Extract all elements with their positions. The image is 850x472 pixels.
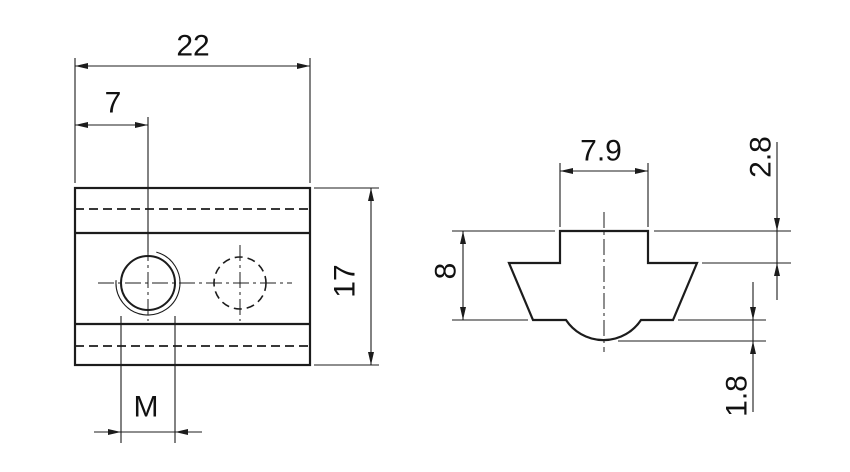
dim-dome-height: 1.8 (618, 282, 766, 417)
dim-thread: M (94, 316, 202, 443)
profile-view: 7.9 2.8 8 (430, 135, 791, 417)
arrowhead (774, 263, 780, 276)
dim-total-height: 8 (430, 230, 555, 321)
arrowhead (297, 63, 310, 69)
arrowhead (560, 168, 573, 174)
dim-label-tongue-width: 7.9 (580, 135, 622, 168)
dim-label-tongue-height: 2.8 (745, 136, 778, 178)
dim-width: 17 (314, 187, 379, 366)
arrowhead (108, 429, 121, 435)
arrowhead (750, 307, 756, 320)
arrowhead (135, 122, 148, 128)
dim-tongue-height: 2.8 (654, 136, 791, 300)
arrowhead (460, 231, 466, 244)
dim-label-total-height: 8 (430, 263, 463, 280)
arrowhead (368, 352, 374, 365)
top-view-body (73, 186, 312, 367)
dim-label-hole-offset: 7 (105, 87, 122, 120)
dim-label-thread: M (134, 391, 159, 424)
dim-length: 22 (74, 30, 311, 183)
dim-tongue-width: 7.9 (559, 135, 649, 227)
arrowhead (635, 168, 648, 174)
arrowhead (75, 63, 88, 69)
arrowhead (75, 122, 88, 128)
arrowhead (460, 307, 466, 320)
dim-label-width: 17 (329, 264, 362, 297)
arrowhead (774, 218, 780, 231)
dim-hole-offset: 7 (75, 87, 149, 252)
dim-label-dome-height: 1.8 (721, 375, 754, 417)
body-outline (73, 186, 312, 367)
arrowhead (368, 188, 374, 201)
arrowhead (175, 429, 188, 435)
dim-label-length: 22 (176, 30, 209, 63)
arrowhead (750, 341, 756, 354)
profile-outline (507, 229, 699, 342)
thread-arc (115, 251, 181, 316)
top-view: 22 7 17 M (73, 30, 379, 443)
